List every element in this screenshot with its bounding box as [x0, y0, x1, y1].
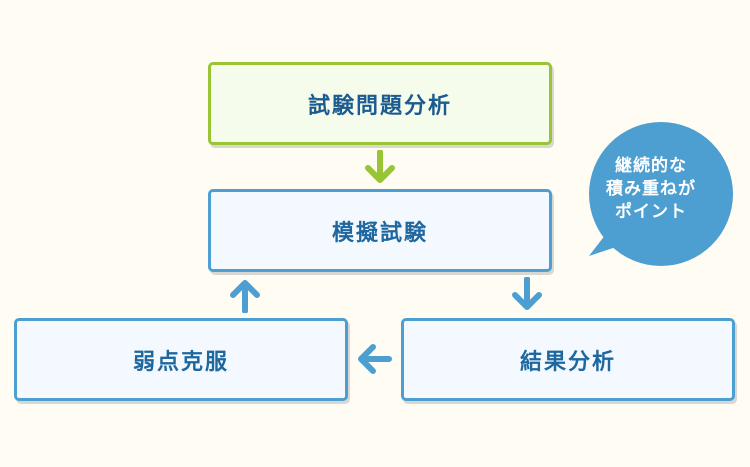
bubble-line-3: ポイント: [615, 202, 687, 222]
arrow-left-blue: [358, 344, 392, 374]
speech-bubble-text: 継続的な 積み重ねが ポイント: [586, 155, 716, 224]
step-label-weakness-overcome: 弱点克服: [132, 349, 229, 375]
arrow-down-green: [365, 150, 395, 183]
step-box-weakness-overcome: 弱点克服: [14, 318, 348, 401]
step-box-mock-exam: 模擬試験: [208, 189, 552, 272]
arrow-up-blue: [230, 280, 260, 313]
step-label-exam-analysis: 試験問題分析: [307, 93, 452, 119]
step-box-result-analysis: 結果分析: [401, 318, 735, 401]
arrow-down-blue: [512, 277, 542, 310]
bubble-line-1: 継続的な: [615, 156, 687, 176]
step-box-exam-analysis: 試験問題分析: [208, 62, 552, 145]
step-label-mock-exam: 模擬試験: [331, 220, 428, 246]
step-label-result-analysis: 結果分析: [519, 349, 616, 375]
bubble-line-2: 積み重ねが: [606, 179, 696, 199]
speech-bubble: [589, 122, 733, 266]
